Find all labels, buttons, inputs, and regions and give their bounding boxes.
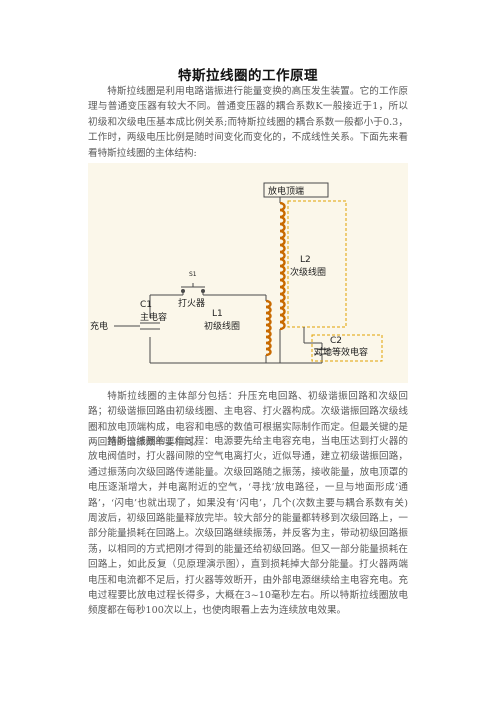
structure-paragraph: 特斯拉线圈的主体部分包括：升压充电回路、初级谐振回路和次级回路；初级谐振回路由初…	[88, 391, 408, 449]
coil-turn	[265, 347, 272, 357]
circuit-svg: 放电顶端 S1 打火器 C1 主电容 L1 初级线圈 L2 次级线圈 C2 对地…	[90, 182, 383, 364]
circuit-diagram: 放电顶端 S1 打火器 C1 主电容 L1 初级线圈 L2 次级线圈 C2 对地…	[88, 163, 408, 383]
spark-gap-label: 打火器	[178, 297, 205, 309]
secondary-coil-l2	[279, 201, 286, 331]
primary-coil-l1	[265, 299, 272, 357]
l2-name-label: 次级线圈	[290, 266, 326, 278]
c1-id-label: C1	[140, 300, 152, 310]
c2-region	[311, 334, 383, 362]
c1-name-label: 主电容	[140, 311, 167, 323]
l2-id-label: L2	[300, 255, 311, 265]
top-load-label: 放电顶端	[268, 185, 304, 197]
page-title: 特斯拉线圈的工作原理	[178, 68, 318, 84]
secondary-coil-region	[287, 200, 347, 328]
charge-label: 充电	[90, 320, 108, 332]
l1-id-label: L1	[212, 309, 223, 319]
c2-name-label: 对地等效电容	[314, 346, 368, 358]
top-load-box	[263, 182, 329, 198]
intro-paragraph: 特斯拉线圈是利用电路谐振进行能量变换的高压发生装置。它的工作原理与普通变压器有较…	[88, 86, 408, 159]
c2-id-label: C2	[330, 336, 342, 346]
process-paragraph: 特斯拉线圈的工作过程：电源要先给主电容充电，当电压达到打火器的放电阀值时，打火器…	[88, 436, 408, 617]
switch-id-label: S1	[189, 271, 197, 278]
l1-name-label: 初级线圈	[204, 320, 240, 332]
coil-turn	[279, 320, 286, 331]
